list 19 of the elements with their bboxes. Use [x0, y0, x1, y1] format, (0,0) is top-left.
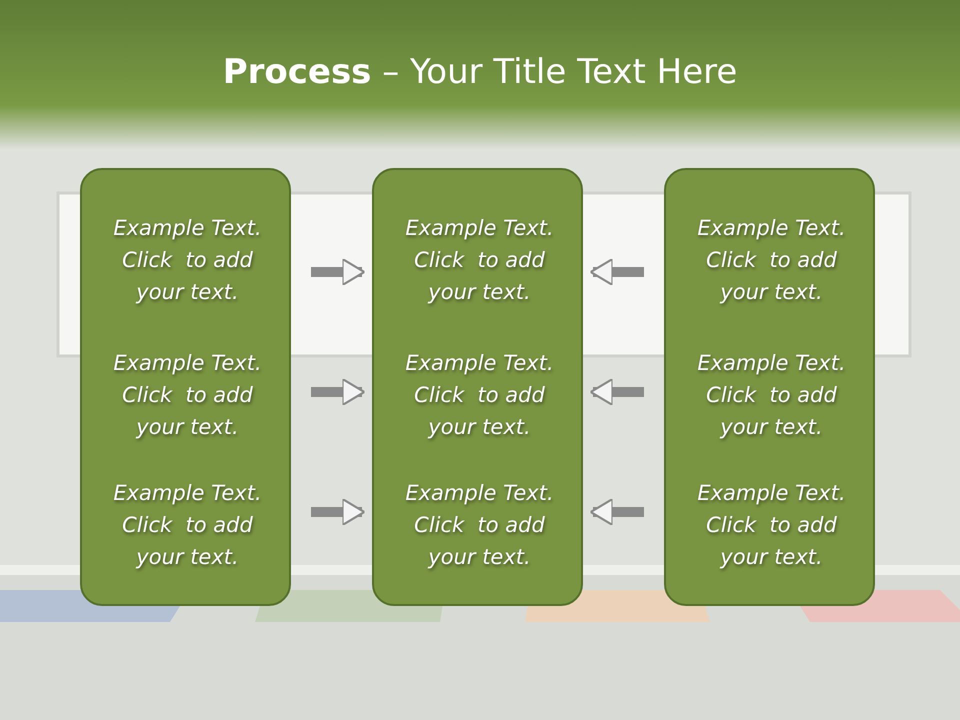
process-panel: [372, 168, 583, 606]
step-text: Example Text. Click to add your text.: [112, 480, 263, 571]
step-text: Example Text. Click to add your text.: [404, 215, 555, 306]
arrow: [590, 378, 644, 406]
step-text: Example Text. Click to add your text.: [404, 480, 555, 571]
step-text: Example Text. Click to add your text.: [112, 350, 263, 441]
step-text: Example Text. Click to add your text.: [696, 480, 847, 571]
arrow: [311, 498, 366, 526]
arrow: [590, 258, 644, 286]
arrow: [311, 378, 366, 406]
step-text: Example Text. Click to add your text.: [112, 215, 263, 306]
process-panel: [664, 168, 875, 606]
slide-title: Process – Your Title Text Here: [222, 52, 738, 92]
arrow: [590, 498, 644, 526]
step-text: Example Text. Click to add your text.: [404, 350, 555, 441]
arrow: [311, 258, 366, 286]
process-panel: [80, 168, 291, 606]
step-text: Example Text. Click to add your text.: [696, 350, 847, 441]
step-text: Example Text. Click to add your text.: [696, 215, 847, 306]
